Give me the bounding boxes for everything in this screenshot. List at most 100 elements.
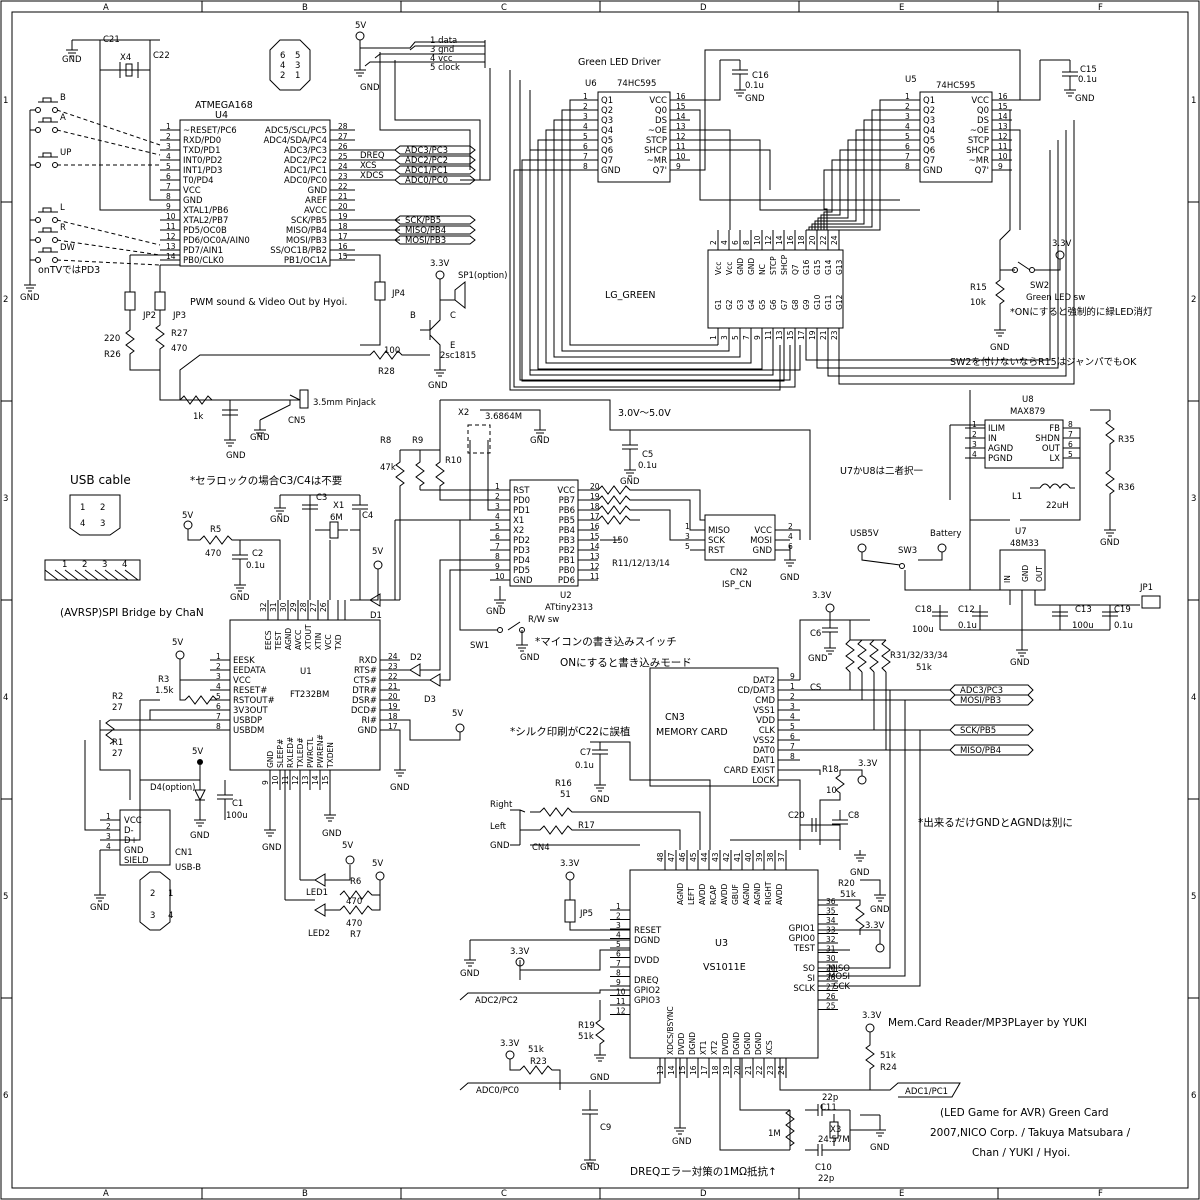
u1-pin-number: 28 bbox=[299, 602, 308, 612]
gnd-label: GND bbox=[530, 436, 550, 446]
c22-label: C22 bbox=[153, 51, 170, 61]
u4-pin-number: 5 bbox=[166, 162, 171, 171]
hc595-pin-number: 4 bbox=[905, 122, 910, 131]
wire bbox=[553, 119, 741, 358]
jp5-icon bbox=[564, 899, 576, 923]
u2-pin-label: PB0 bbox=[559, 566, 575, 576]
switch-contact-icon bbox=[52, 237, 58, 243]
grid-col-label: F bbox=[1098, 1189, 1103, 1199]
c2-value: 0.1u bbox=[246, 561, 265, 571]
lg-pin-label: G16 bbox=[802, 259, 811, 275]
lg-pin-label: G5 bbox=[758, 299, 767, 310]
hc595-pin-label: ~OE bbox=[648, 126, 667, 136]
u1-pin-number: 26 bbox=[319, 602, 328, 612]
cn3-pin-label: VSS1 bbox=[753, 706, 775, 716]
r18-value: 10 bbox=[826, 786, 837, 796]
u1-pin-label: PWREN# bbox=[316, 734, 325, 768]
u2-pin-label: PB4 bbox=[559, 526, 575, 536]
u8-body bbox=[984, 419, 1064, 469]
sw3-label: SW3 bbox=[898, 546, 917, 556]
net-dreq: DREQ bbox=[360, 151, 385, 161]
cs-label: CS bbox=[810, 683, 821, 693]
r20-label: R20 bbox=[838, 879, 855, 889]
v5-label: 5V bbox=[372, 859, 383, 869]
u1-pin-label: XTOUT bbox=[304, 624, 313, 650]
u3-pin-number: 43 bbox=[711, 852, 720, 862]
lg-pin-number: 13 bbox=[775, 330, 784, 340]
l1-value: 22uH bbox=[1046, 501, 1069, 511]
c15-label: C15 bbox=[1080, 65, 1097, 75]
gnd-label: GND bbox=[360, 83, 380, 93]
u3-pin-number: 48 bbox=[656, 852, 665, 862]
u2-pin-label: VCC bbox=[557, 486, 575, 496]
r7-value: 470 bbox=[346, 919, 362, 929]
wire bbox=[529, 149, 774, 376]
svg-text:1: 1 bbox=[295, 71, 300, 81]
v33-label: 3.3V bbox=[865, 921, 885, 931]
u2-pin-label: PB7 bbox=[559, 496, 575, 506]
u3-pin-label: AVDD bbox=[775, 883, 784, 905]
sw1-section: R/W sw SW1 GND *マイコンの書き込みスイッチ ONにすると書き込み… bbox=[459, 520, 692, 669]
cn3-pin-label: VSS2 bbox=[753, 736, 775, 746]
u2-pin-number: 11 bbox=[590, 572, 600, 581]
u3-pin-number: 32 bbox=[826, 935, 836, 944]
u1-pin-number: 10 bbox=[271, 775, 280, 785]
lg-pin-number: 7 bbox=[742, 335, 751, 340]
net-flag-icon bbox=[394, 225, 476, 235]
grid-row-label: 2 bbox=[3, 295, 8, 305]
u3-pin-label: AVDD bbox=[698, 883, 707, 905]
u2-pin-label: X2 bbox=[513, 526, 524, 536]
lg-pin-number: 20 bbox=[808, 235, 817, 245]
hc595-pin-number: 3 bbox=[905, 112, 910, 121]
u4-pin-number: 15 bbox=[338, 252, 348, 261]
wire bbox=[56, 239, 161, 256]
u3-pin-label: DGND bbox=[688, 1032, 697, 1055]
u3-pin-number: 12 bbox=[616, 1007, 626, 1016]
u3-pin-label: DVDD bbox=[721, 1032, 730, 1055]
u3-pin-number: 22 bbox=[755, 1065, 764, 1075]
lg-pin-number: 23 bbox=[830, 330, 839, 340]
u1-pin-label: DTR# bbox=[352, 686, 377, 696]
u3-pin-number: 17 bbox=[700, 1065, 709, 1075]
jack-label: 3.5mm PinJack bbox=[313, 398, 376, 408]
c4-label: C4 bbox=[362, 511, 373, 521]
u1-pin-label: RSTOUT# bbox=[233, 696, 275, 706]
bridge-credit: (AVRSP)SPI Bridge by ChaN bbox=[60, 607, 204, 619]
u1-pin-label: SLEEP# bbox=[276, 739, 285, 768]
grid-row-label: 1 bbox=[1191, 96, 1196, 106]
v33-label: 3.3V bbox=[812, 591, 832, 601]
adc0-label: ADC0/PC0 bbox=[476, 1086, 519, 1096]
u3-pin-number: 16 bbox=[689, 1065, 698, 1075]
cn5-label: CN5 bbox=[288, 416, 306, 426]
signal-clock: 5 clock bbox=[430, 63, 460, 73]
u1-pin-label: TXD bbox=[334, 634, 343, 651]
credits: (LED Game for AVR) Green Card 2007,NICO … bbox=[930, 1107, 1131, 1159]
hc595-pin-number: 14 bbox=[676, 112, 686, 121]
u4-body bbox=[179, 119, 331, 267]
u4-name: ATMEGA168 bbox=[195, 100, 253, 111]
x4-label: X4 bbox=[120, 53, 131, 63]
sw1-label: R/W sw bbox=[528, 615, 559, 625]
u3-pin-number: 25 bbox=[826, 1002, 836, 1011]
u3-pin-label: DGND bbox=[754, 1032, 763, 1055]
u2-body bbox=[509, 479, 579, 587]
u3-pin-number: 24 bbox=[777, 1065, 786, 1075]
v33-label: 3.3V bbox=[1052, 239, 1072, 249]
svg-text:1: 1 bbox=[62, 560, 67, 570]
net-xcs: XCS bbox=[360, 161, 377, 171]
button-cap-icon bbox=[42, 97, 52, 103]
button-label: L bbox=[60, 203, 65, 213]
jp1-label: JP1 bbox=[1139, 583, 1153, 593]
c5-value: 0.1u bbox=[638, 461, 657, 471]
u2-pin-number: 20 bbox=[590, 482, 600, 491]
r16-label: R16 bbox=[555, 779, 572, 789]
tr-name: 2sc1815 bbox=[440, 351, 476, 361]
credit-line1: (LED Game for AVR) Green Card bbox=[940, 1107, 1109, 1119]
net-flag-icon bbox=[394, 145, 476, 155]
r15-label: R15 bbox=[970, 283, 987, 293]
u3-pin-number: 1 bbox=[616, 902, 621, 911]
signal-gnd: 3 gnd bbox=[430, 45, 454, 55]
hc595-pin-number: 5 bbox=[583, 132, 588, 141]
wire bbox=[569, 99, 718, 346]
u1-pin-label: CTS# bbox=[353, 676, 377, 686]
